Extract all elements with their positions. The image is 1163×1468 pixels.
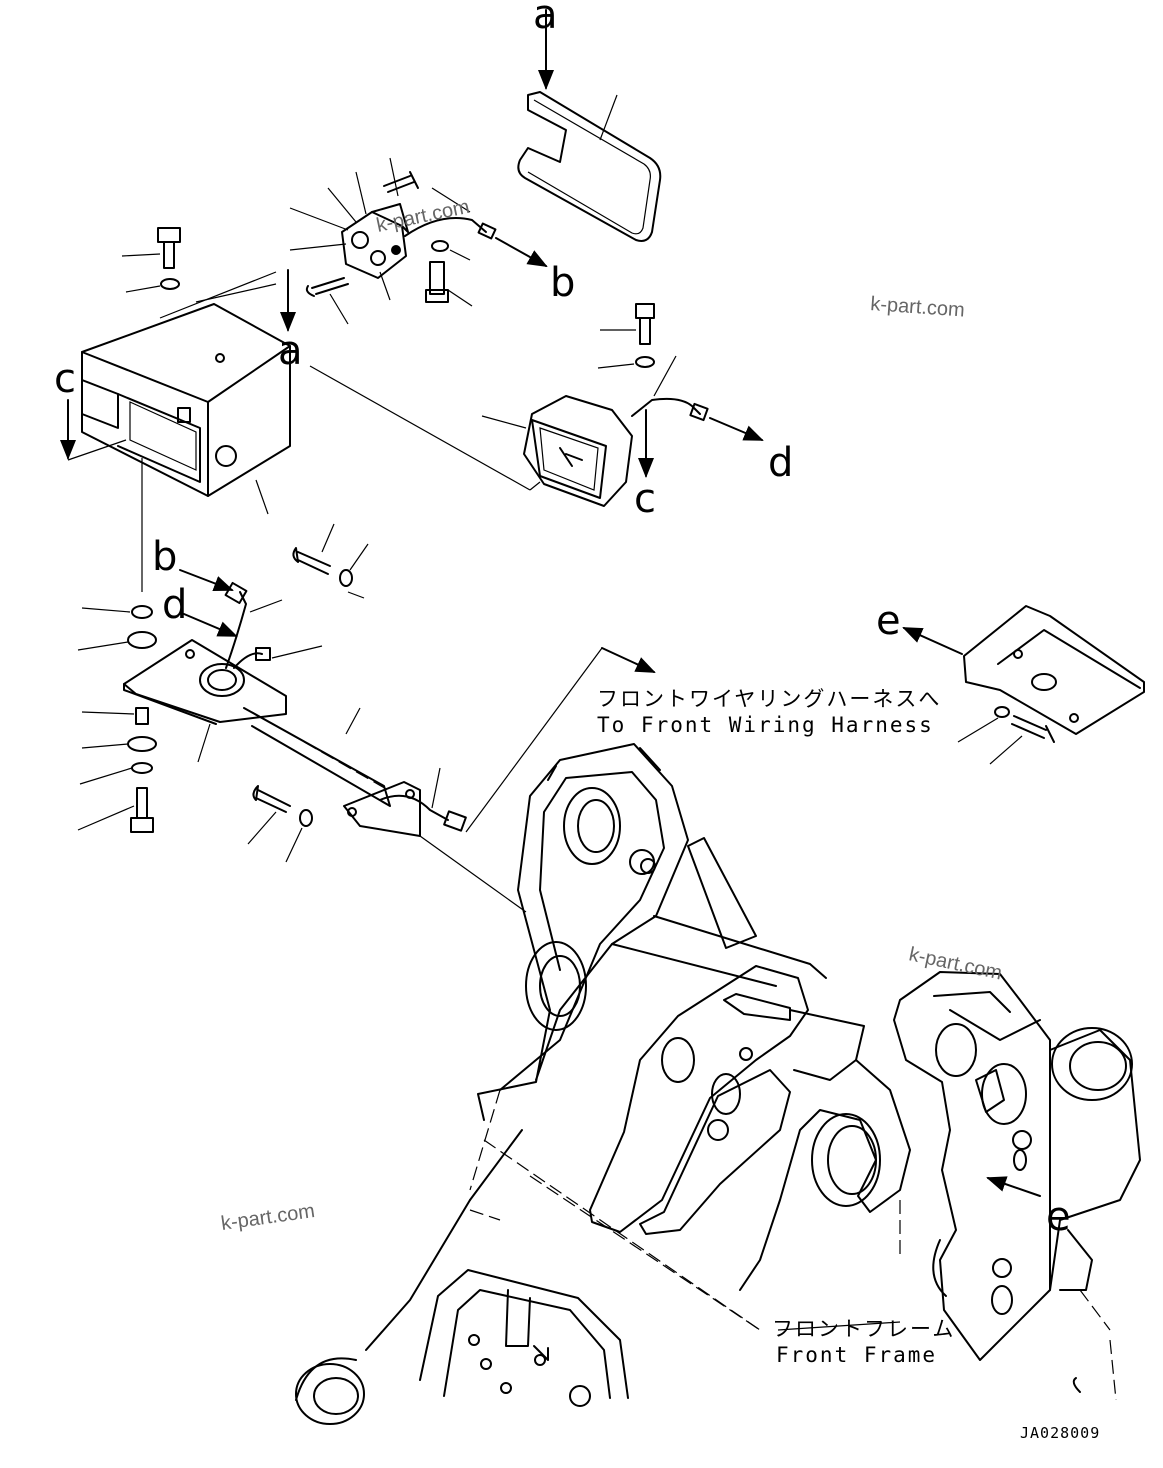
caption-harness-jp: フロントワイヤリングハーネスへ: [597, 687, 941, 711]
bracket-e: [902, 605, 1145, 765]
watermark-3: k-part.com: [907, 943, 1004, 984]
front-frame: [295, 743, 1141, 1425]
work-lamp: [481, 303, 764, 507]
watermark-1: k-part.com: [374, 196, 471, 237]
ref-e-frame: e: [1046, 1194, 1071, 1240]
mid-bolts: [292, 523, 369, 599]
caption-frame-jp: フロントフレーム: [772, 1317, 955, 1341]
bolt-washer-left: [121, 227, 181, 293]
ref-b-switch: b: [550, 260, 575, 306]
ref-a-top: a: [533, 0, 558, 38]
lamp-bracket: [77, 569, 656, 913]
watermark-4: k-part.com: [220, 1200, 317, 1235]
ref-c-lamp: c: [634, 476, 656, 522]
cover-gasket: [517, 9, 662, 242]
caption-harness-en: To Front Wiring Harness: [597, 713, 934, 737]
ref-e-bracket: e: [876, 598, 901, 644]
ref-d-lamp: d: [768, 440, 793, 486]
watermark-2: k-part.com: [870, 293, 966, 322]
caption-frame-en: Front Frame: [776, 1343, 937, 1367]
drawing-code: JA028009: [1020, 1424, 1100, 1442]
ref-b-bracket: b: [152, 534, 177, 580]
box-housing: [60, 269, 541, 592]
ref-a-box: a: [278, 328, 303, 374]
ref-d-bracket: d: [162, 582, 187, 628]
ref-c-box: c: [54, 356, 76, 402]
switch-assembly: [289, 157, 548, 325]
